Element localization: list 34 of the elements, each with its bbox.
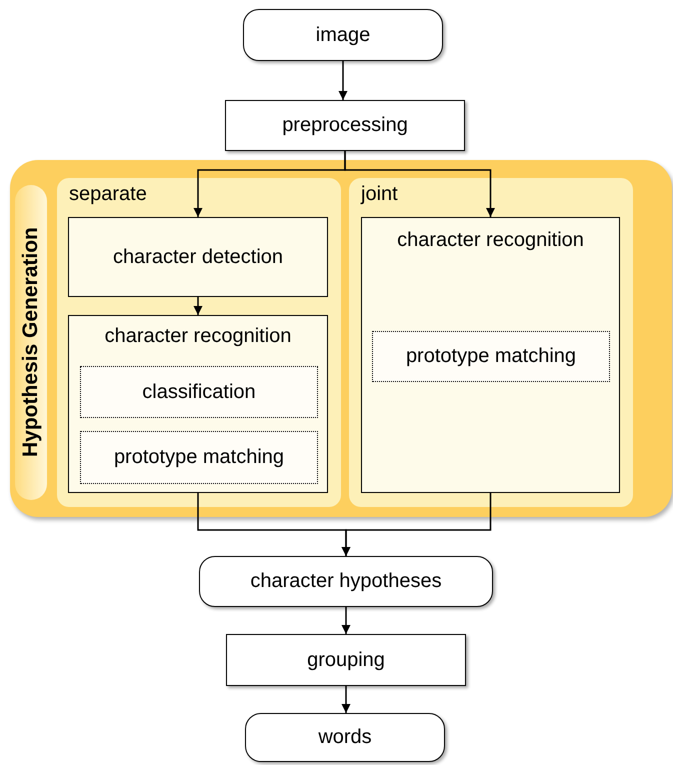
node-label: classification [142, 380, 256, 404]
process-box [226, 634, 466, 686]
node-label: character recognition [396, 228, 585, 253]
panel-label: separate [69, 182, 147, 207]
dotted-box [80, 366, 318, 418]
process-box [68, 315, 328, 493]
dotted-box [80, 431, 318, 484]
node-label: preprocessing [282, 113, 408, 138]
node-label: words [318, 725, 372, 750]
node-label: prototype matching [114, 445, 284, 470]
arrow [342, 607, 350, 634]
node-label: grouping [307, 648, 385, 672]
arrow [194, 297, 202, 315]
node-label: character recognition [104, 324, 292, 349]
group-panel [57, 178, 341, 507]
arrow [342, 686, 350, 713]
group-panel [349, 178, 633, 507]
node-label: character hypotheses [250, 569, 442, 594]
terminal-box [199, 556, 493, 607]
panel-label: joint [361, 182, 398, 207]
process-box [361, 217, 620, 493]
arrow [342, 493, 492, 556]
terminal-box [243, 9, 443, 61]
terminal-box [245, 713, 445, 762]
arrow [338, 61, 348, 100]
band-label: Hypothesis Generation [15, 185, 47, 500]
arrow [344, 151, 495, 217]
group-band [10, 160, 672, 517]
node-label: character detection [112, 244, 284, 270]
dotted-box [372, 331, 610, 382]
node-label: image [316, 22, 370, 48]
node-label: prototype matching [406, 344, 576, 369]
process-box [68, 217, 328, 297]
process-box [225, 100, 465, 151]
